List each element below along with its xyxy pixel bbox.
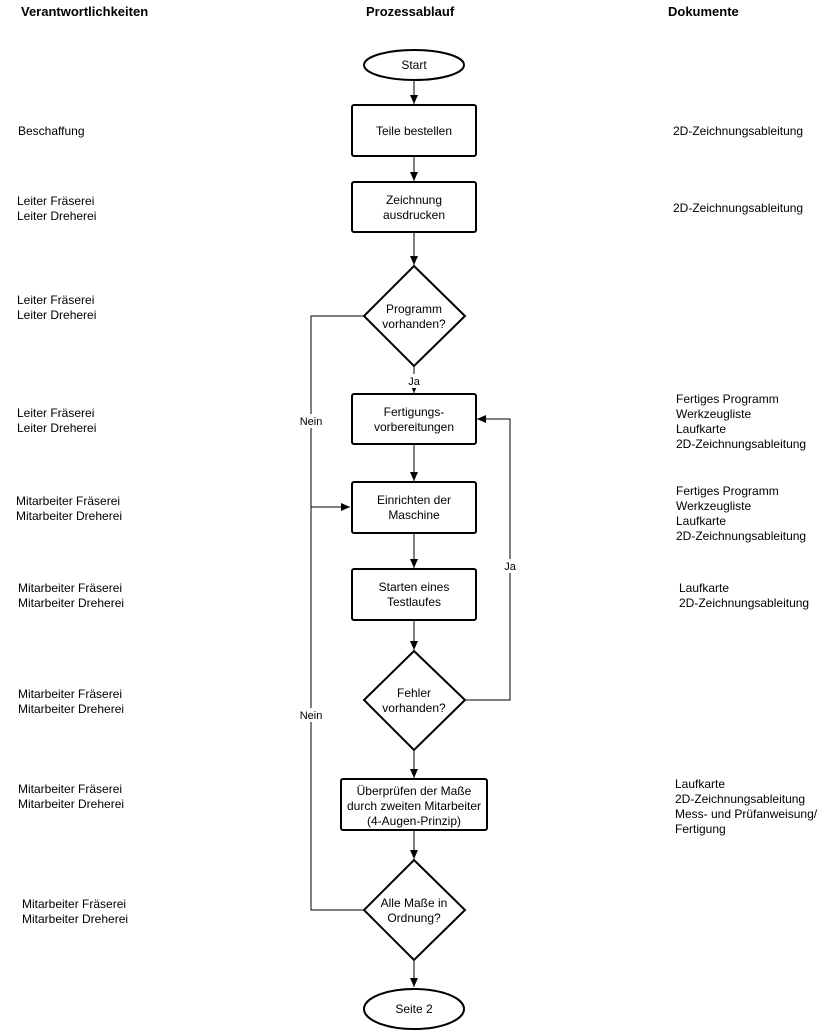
edge-label-nein-2: Nein: [300, 710, 323, 722]
responsibility-line: Leiter Fräserei: [17, 293, 95, 307]
document-6: Laufkarte 2D-Zeichnungsableitung Mess- u…: [675, 777, 817, 837]
edge-label-ja-1-bg: [405, 374, 423, 388]
node-setup-machine: [351, 481, 477, 534]
edge-label-nein-1-bg: [297, 414, 325, 428]
document-4: Fertiges Programm Werkzeugliste Laufkart…: [676, 484, 806, 544]
node-prep: [351, 393, 477, 445]
responsibility-line: Mitarbeiter Dreherei: [16, 509, 123, 523]
node-all-ok-label-1: Alle Maße in: [381, 896, 448, 910]
responsibility-7: Mitarbeiter Fräserei Mitarbeiter Drehere…: [18, 687, 124, 717]
document-line: Mess- und Prüfanweisung/: [675, 807, 818, 821]
header-responsibilities: Verantwortlichkeiten: [21, 4, 149, 19]
responsibility-9: Mitarbeiter Fräserei Mitarbeiter Drehere…: [22, 897, 128, 927]
document-line: Laufkarte: [679, 581, 730, 595]
node-order-parts-label: Teile bestellen: [376, 124, 452, 138]
edge-label-ja-1: Ja: [408, 376, 421, 388]
document-line: 2D-Zeichnungsableitung: [673, 201, 804, 215]
responsibility-line: Mitarbeiter Fräserei: [18, 782, 123, 796]
responsibility-line: Mitarbeiter Dreherei: [18, 797, 125, 811]
document-2: 2D-Zeichnungsableitung: [673, 201, 803, 216]
document-line: Laufkarte: [675, 777, 726, 791]
node-all-ok: [362, 858, 467, 962]
header-process: Prozessablauf: [366, 4, 455, 19]
responsibility-line: Leiter Fräserei: [17, 406, 95, 420]
responsibility-line: Mitarbeiter Fräserei: [18, 581, 123, 595]
document-line: Fertigung: [675, 822, 726, 836]
responsibility-6: Mitarbeiter Fräserei Mitarbeiter Drehere…: [18, 581, 124, 611]
document-line: Werkzeugliste: [676, 499, 752, 513]
node-end-label: Seite 2: [395, 1002, 433, 1016]
responsibility-line: Mitarbeiter Dreherei: [18, 702, 125, 716]
edge-label-ja-2: Ja: [504, 561, 517, 573]
node-check-dimensions-label-2: durch zweiten Mitarbeiter: [347, 799, 481, 813]
header-documents: Dokumente: [668, 4, 739, 19]
document-line: 2D-Zeichnungsableitung: [675, 792, 806, 806]
node-program-available: [362, 264, 467, 368]
node-prep-label-2: vorbereitungen: [374, 420, 454, 434]
document-line: Werkzeugliste: [676, 407, 752, 421]
edge-label-ja-2-bg: [501, 559, 519, 573]
node-prep-label-1: Fertigungs-: [384, 405, 445, 419]
node-print-drawing-label-2: ausdrucken: [383, 208, 445, 222]
responsibility-line: Mitarbeiter Dreherei: [22, 912, 129, 926]
node-print-drawing-label-1: Zeichnung: [386, 193, 442, 207]
node-print-drawing: [351, 181, 477, 233]
responsibility-2: Leiter Fräserei Leiter Dreherei: [17, 194, 96, 224]
responsibility-4: Leiter Fräserei Leiter Dreherei: [17, 406, 96, 436]
node-test-run: [351, 568, 477, 621]
node-errors-present-label-2: vorhanden?: [382, 701, 446, 715]
responsibility-line: Leiter Dreherei: [17, 308, 97, 322]
document-line: Fertiges Programm: [676, 484, 779, 498]
node-test-run-label-2: Testlaufes: [387, 595, 441, 609]
document-line: 2D-Zeichnungsableitung: [673, 124, 804, 138]
responsibility-line: Mitarbeiter Dreherei: [18, 596, 125, 610]
responsibility-line: Mitarbeiter Fräserei: [22, 897, 127, 911]
document-line: Fertiges Programm: [676, 392, 779, 406]
document-line: 2D-Zeichnungsableitung: [679, 596, 810, 610]
document-line: 2D-Zeichnungsableitung: [676, 437, 807, 451]
node-start: [363, 49, 465, 81]
edge-nein-allok-to-setup: [310, 507, 364, 911]
responsibility-1: Beschaffung: [18, 124, 85, 139]
responsibility-line: Mitarbeiter Fräserei: [18, 687, 123, 701]
document-3: Fertiges Programm Werkzeugliste Laufkart…: [676, 392, 806, 452]
responsibility-5: Mitarbeiter Fräserei Mitarbeiter Drehere…: [16, 494, 122, 524]
node-start-label: Start: [401, 58, 427, 72]
document-line: Laufkarte: [676, 422, 727, 436]
responsibility-8: Mitarbeiter Fräserei Mitarbeiter Drehere…: [18, 782, 124, 812]
document-1: 2D-Zeichnungsableitung: [673, 124, 803, 139]
edge-nein-program-to-setup: [310, 315, 364, 511]
node-setup-machine-label-1: Einrichten der: [377, 493, 451, 507]
node-end: [363, 988, 465, 1030]
responsibility-line: Leiter Fräserei: [17, 194, 95, 208]
document-line: 2D-Zeichnungsableitung: [676, 529, 807, 543]
document-5: Laufkarte 2D-Zeichnungsableitung: [679, 581, 809, 611]
edge-label-nein-2-bg: [297, 708, 325, 722]
node-program-available-label-2: vorhanden?: [382, 317, 446, 331]
node-errors-present: [362, 649, 467, 752]
node-program-available-label-1: Programm: [386, 302, 442, 316]
responsibility-3: Leiter Fräserei Leiter Dreherei: [17, 293, 96, 323]
responsibility-line: Mitarbeiter Fräserei: [16, 494, 121, 508]
node-all-ok-label-2: Ordnung?: [387, 911, 441, 925]
node-check-dimensions-label-1: Überprüfen der Maße: [357, 784, 472, 798]
node-order-parts: [351, 104, 477, 157]
node-test-run-label-1: Starten eines: [379, 580, 450, 594]
node-check-dimensions-label-3: (4-Augen-Prinzip): [367, 814, 461, 828]
responsibility-line: Leiter Dreherei: [17, 209, 97, 223]
node-setup-machine-label-2: Maschine: [388, 508, 440, 522]
edge-label-nein-1: Nein: [300, 416, 323, 428]
responsibility-line: Leiter Dreherei: [17, 421, 97, 435]
node-errors-present-label-1: Fehler: [397, 686, 431, 700]
document-line: Laufkarte: [676, 514, 727, 528]
responsibility-line: Beschaffung: [18, 124, 85, 138]
node-check-dimensions: [340, 778, 488, 831]
